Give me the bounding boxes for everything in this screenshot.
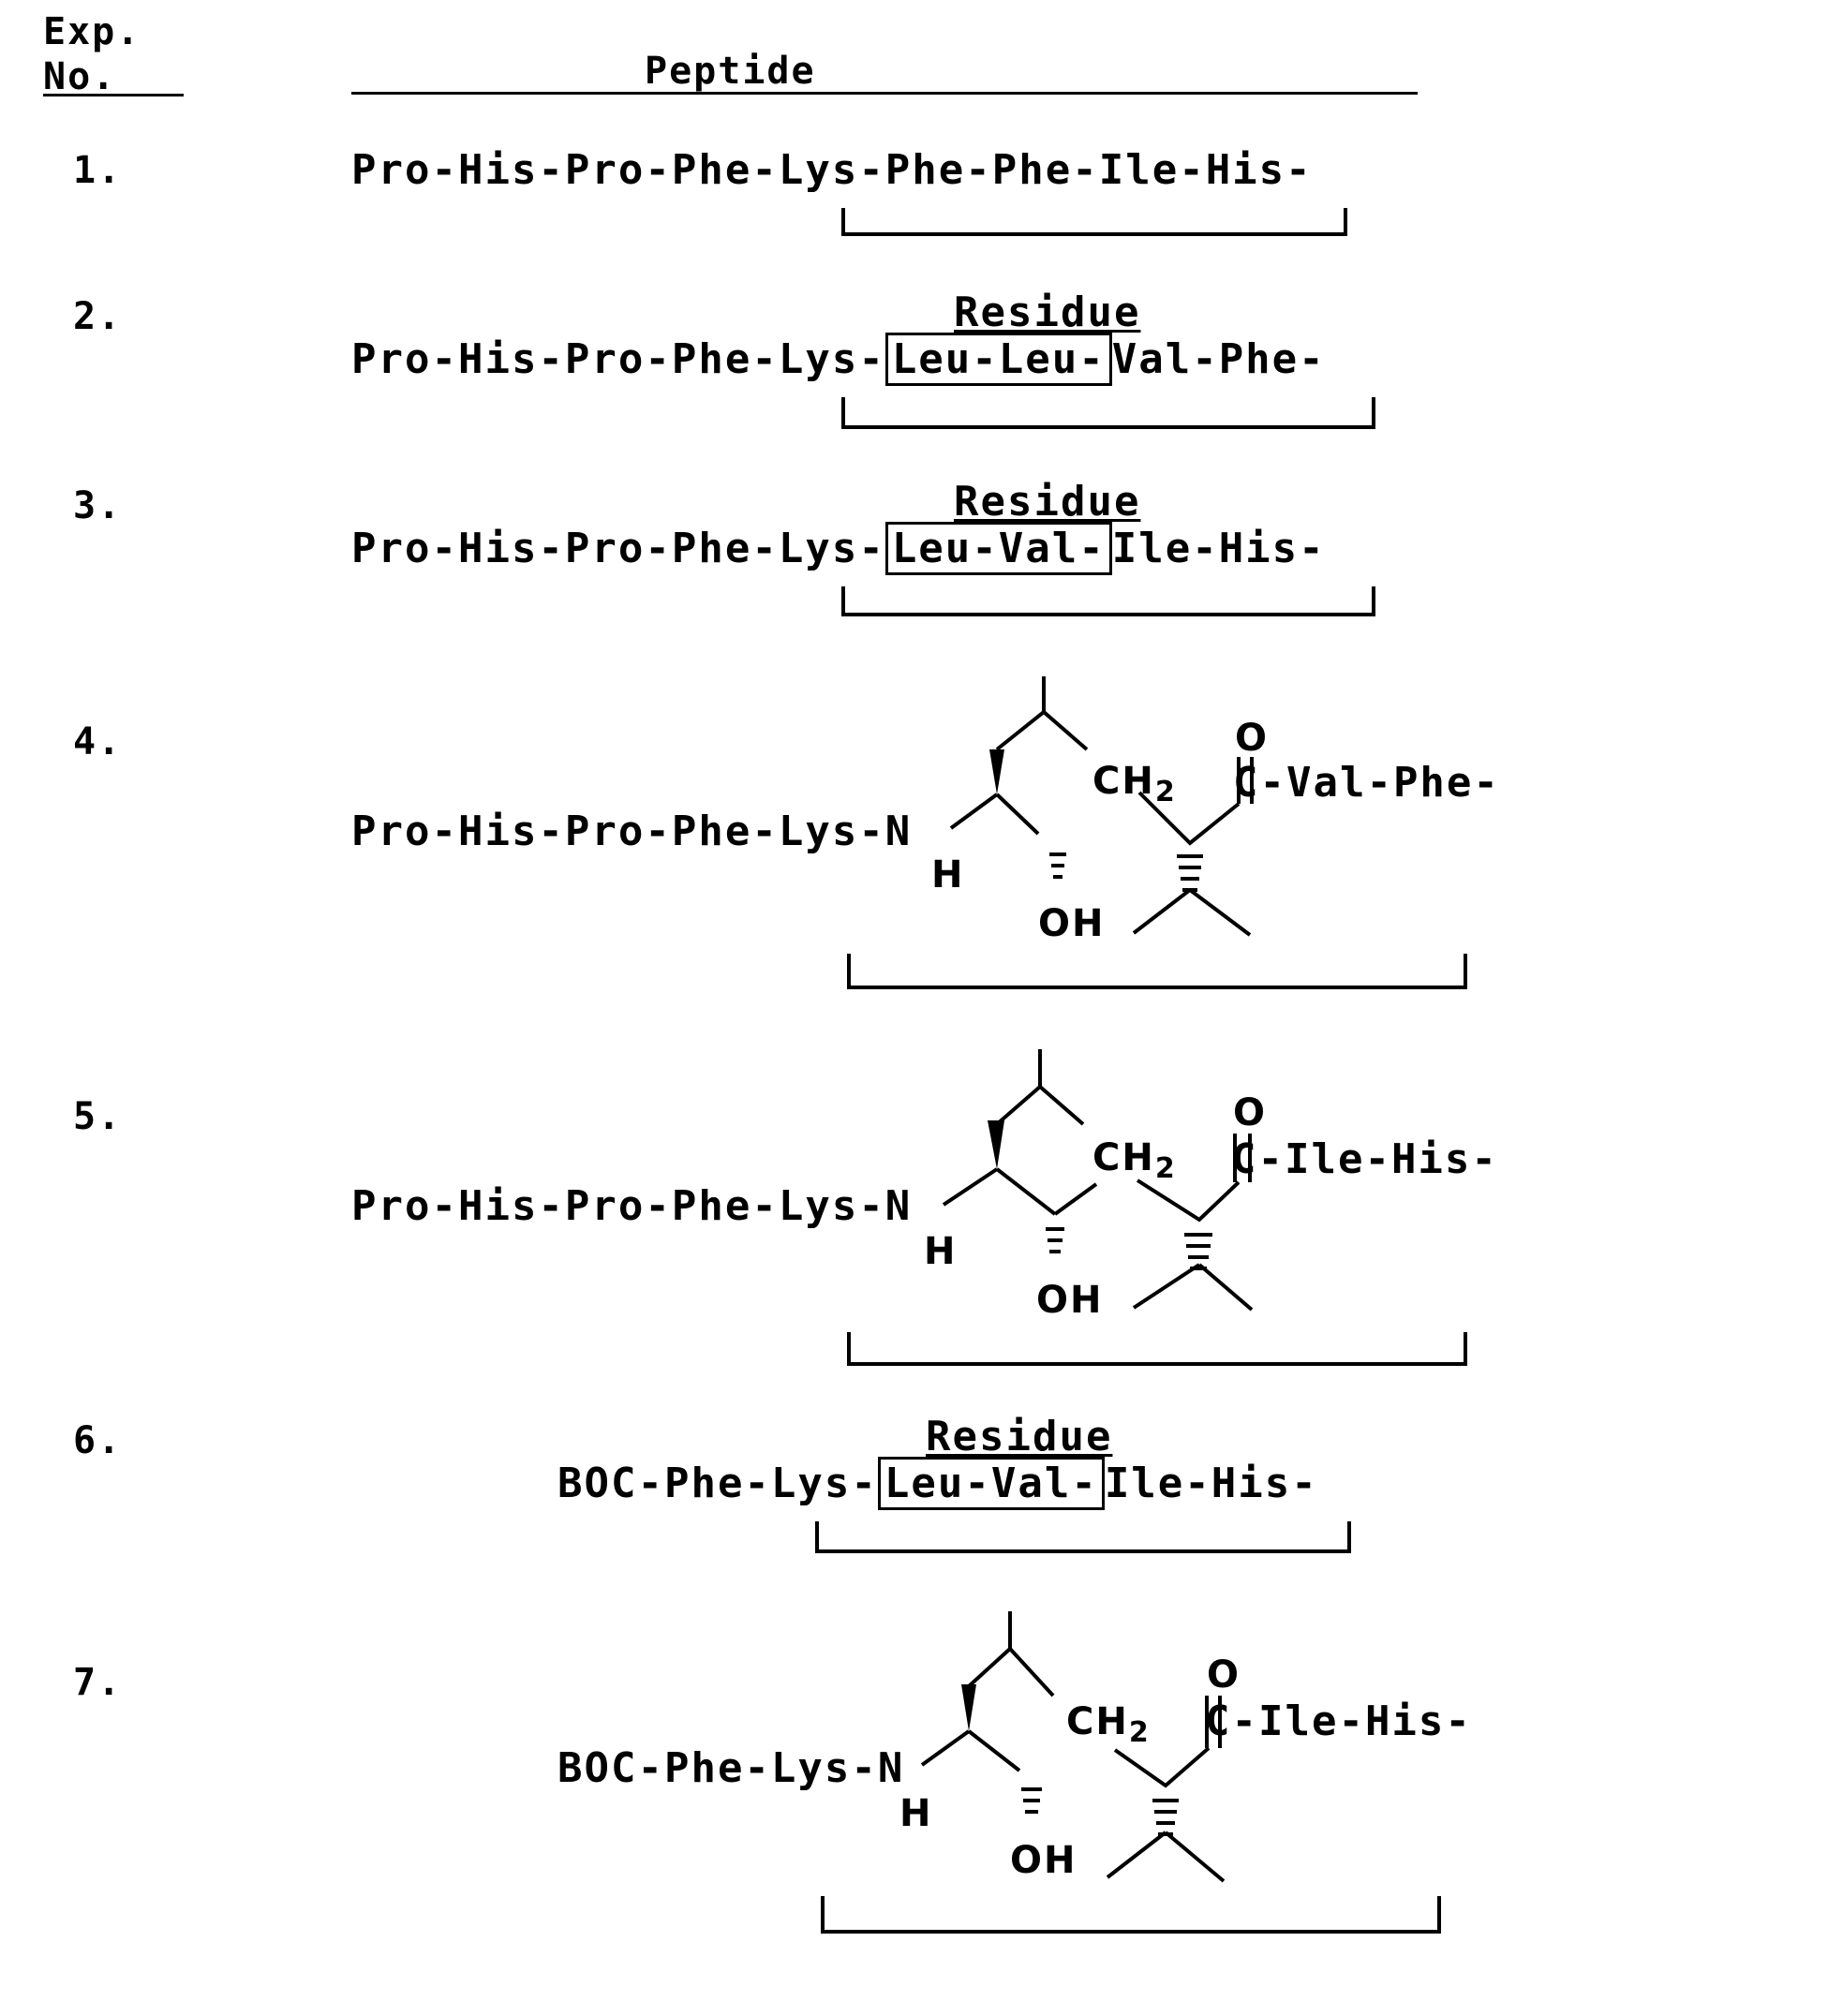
wedge-bond-5 [988, 1120, 1004, 1169]
bracket-1 [843, 208, 1345, 234]
wedge-bond-4 [989, 749, 1004, 794]
bracket-4 [849, 954, 1465, 987]
bracket-5 [849, 1332, 1465, 1364]
structure-5 [944, 1049, 1252, 1310]
bracket-2 [843, 397, 1374, 427]
bracket-3 [843, 586, 1374, 615]
bracket-7 [823, 1896, 1439, 1932]
structure-7 [922, 1611, 1224, 1881]
wedge-bond-7 [961, 1684, 976, 1731]
bracket-6 [817, 1521, 1349, 1551]
structure-4 [951, 676, 1252, 935]
